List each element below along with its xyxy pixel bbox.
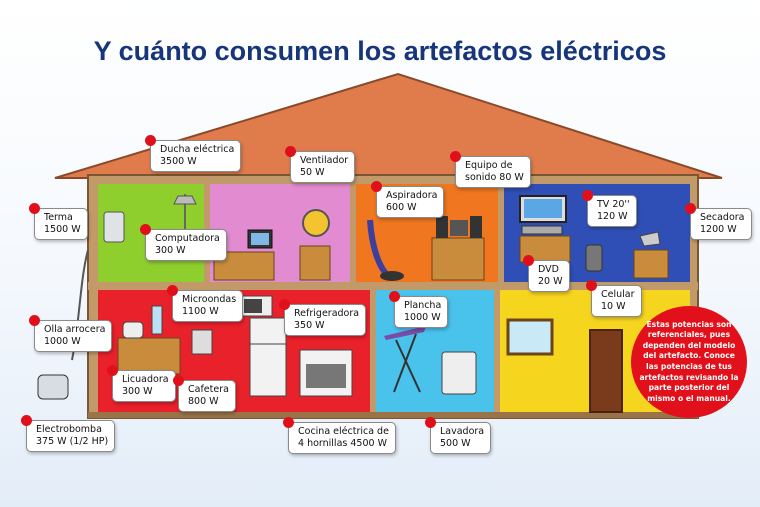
callout-secadora: Secadora 1200 W bbox=[685, 203, 752, 240]
marker-dot bbox=[21, 415, 32, 426]
refrigerator bbox=[249, 317, 287, 397]
page-title: Y cuánto consumen los artefactos eléctri… bbox=[93, 36, 667, 66]
callout-electrobomba: Electrobomba 375 W (1/2 HP) bbox=[21, 415, 116, 452]
callout-ventilador: Ventilador 50 W bbox=[285, 146, 356, 183]
marker-dot bbox=[145, 135, 156, 146]
phone bbox=[585, 244, 603, 272]
callout-licuadora: Licuadora 300 W bbox=[107, 365, 176, 402]
marker-dot bbox=[425, 417, 436, 428]
blender bbox=[151, 305, 163, 335]
dvd-player bbox=[521, 225, 563, 235]
disclaimer-note: Estas potencias son referenciales, pues … bbox=[631, 306, 747, 418]
fan bbox=[302, 209, 330, 237]
callout-lavadora: Lavadora 500 W bbox=[425, 417, 492, 454]
washing-machine bbox=[441, 351, 477, 395]
marker-dot bbox=[29, 315, 40, 326]
marker-dot bbox=[389, 291, 400, 302]
stereo-cabinet bbox=[431, 237, 485, 281]
callout-computadora: Computadora 300 W bbox=[140, 224, 227, 261]
hair-dryer bbox=[639, 231, 661, 247]
water-pump bbox=[37, 374, 69, 400]
ground bbox=[88, 412, 698, 418]
marker-dot bbox=[279, 299, 290, 310]
rice-cooker bbox=[122, 321, 144, 339]
callout-cocina: Cocina eléctrica de 4 hornillas 4500 W bbox=[283, 417, 396, 454]
coffee-maker bbox=[191, 329, 213, 355]
marker-dot bbox=[107, 365, 118, 376]
callout-olla: Olla arrocera 1000 W bbox=[29, 315, 113, 352]
disclaimer-text: Estas potencias son referenciales, pues … bbox=[639, 319, 739, 403]
callout-tv: TV 20'' 120 W bbox=[582, 190, 637, 227]
callout-cafetera: Cafetera 800 W bbox=[173, 375, 236, 412]
ironing-board bbox=[384, 326, 426, 340]
water-heater bbox=[103, 211, 125, 243]
marker-dot bbox=[685, 203, 696, 214]
callout-celular: Celular 10 W bbox=[586, 280, 642, 317]
callout-equipo: Equipo de sonido 80 W bbox=[450, 151, 531, 188]
marker-dot bbox=[523, 255, 534, 266]
marker-dot bbox=[285, 146, 296, 157]
marker-dot bbox=[29, 203, 40, 214]
entrance-door bbox=[589, 329, 623, 413]
kitchen-counter bbox=[117, 337, 181, 375]
callout-termo: Terma 1500 W bbox=[29, 203, 88, 240]
marker-dot bbox=[582, 190, 593, 201]
callout-dvd: DVD 20 W bbox=[523, 255, 570, 292]
callout-ducha: Ducha eléctrica 3500 W bbox=[145, 135, 242, 172]
callout-refrigeradora: Refrigeradora 350 W bbox=[279, 299, 367, 336]
marker-dot bbox=[173, 375, 184, 386]
marker-dot bbox=[167, 285, 178, 296]
marker-dot bbox=[450, 151, 461, 162]
window bbox=[506, 318, 554, 356]
marker-dot bbox=[140, 224, 151, 235]
callout-aspiradora: Aspiradora 600 W bbox=[371, 181, 445, 218]
marker-dot bbox=[371, 181, 382, 192]
callout-microondas: Microondas 1100 W bbox=[167, 285, 244, 322]
marker-dot bbox=[586, 280, 597, 291]
floor bbox=[88, 282, 698, 290]
marker-dot bbox=[283, 417, 294, 428]
callout-plancha: Plancha 1000 W bbox=[389, 291, 449, 328]
